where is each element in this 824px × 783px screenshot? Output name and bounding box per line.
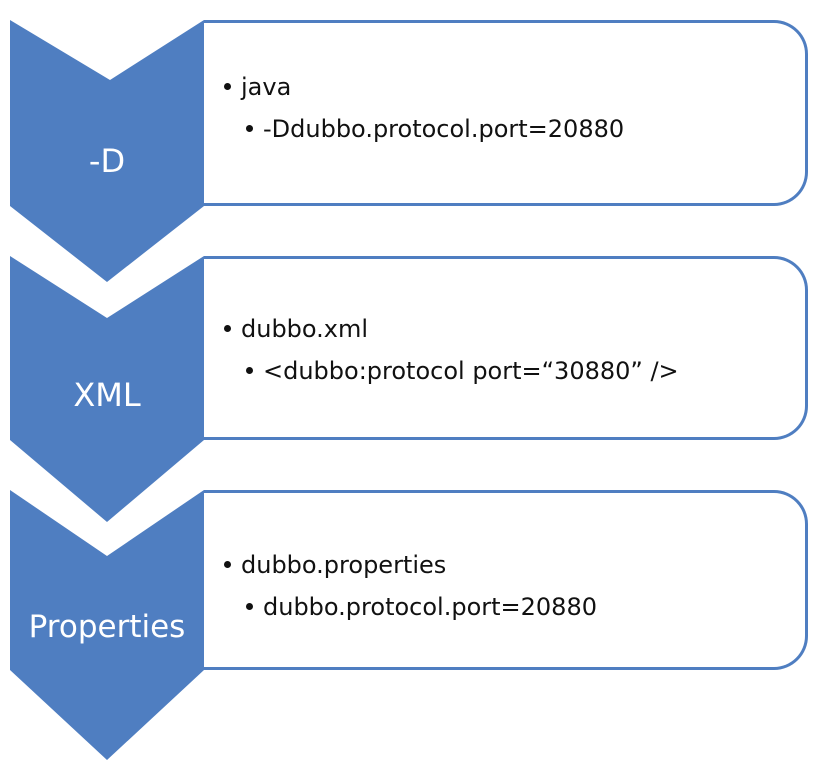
step-subitem-properties: dubbo.protocol.port=20880 [263, 593, 597, 621]
step-box-properties: dubbo.properties dubbo.protocol.port=208… [204, 490, 808, 670]
step-subitem-xml: <dubbo:protocol port=“30880” /> [263, 357, 679, 385]
bullet-icon [246, 366, 253, 374]
bullet-icon [224, 324, 231, 332]
step-box-d: java -Ddubbo.protocol.port=20880 [204, 20, 808, 206]
step-item-properties: dubbo.properties [241, 551, 447, 579]
bullet-icon [224, 560, 231, 568]
step-box-xml: dubbo.xml <dubbo:protocol port=“30880” /… [204, 256, 808, 440]
step-label-d: -D [88, 142, 126, 180]
step-item-xml: dubbo.xml [241, 315, 369, 343]
step-item-d: java [241, 73, 292, 101]
bullet-icon [246, 124, 253, 132]
chevron-xml [10, 256, 204, 522]
bullet-icon [224, 82, 231, 90]
chevron-d [10, 20, 204, 282]
step-label-xml: XML [73, 376, 141, 414]
step-subitem-d: -Ddubbo.protocol.port=20880 [263, 115, 625, 143]
step-label-properties: Properties [28, 609, 186, 645]
chevron-properties [10, 490, 204, 760]
bullet-icon [246, 602, 253, 610]
